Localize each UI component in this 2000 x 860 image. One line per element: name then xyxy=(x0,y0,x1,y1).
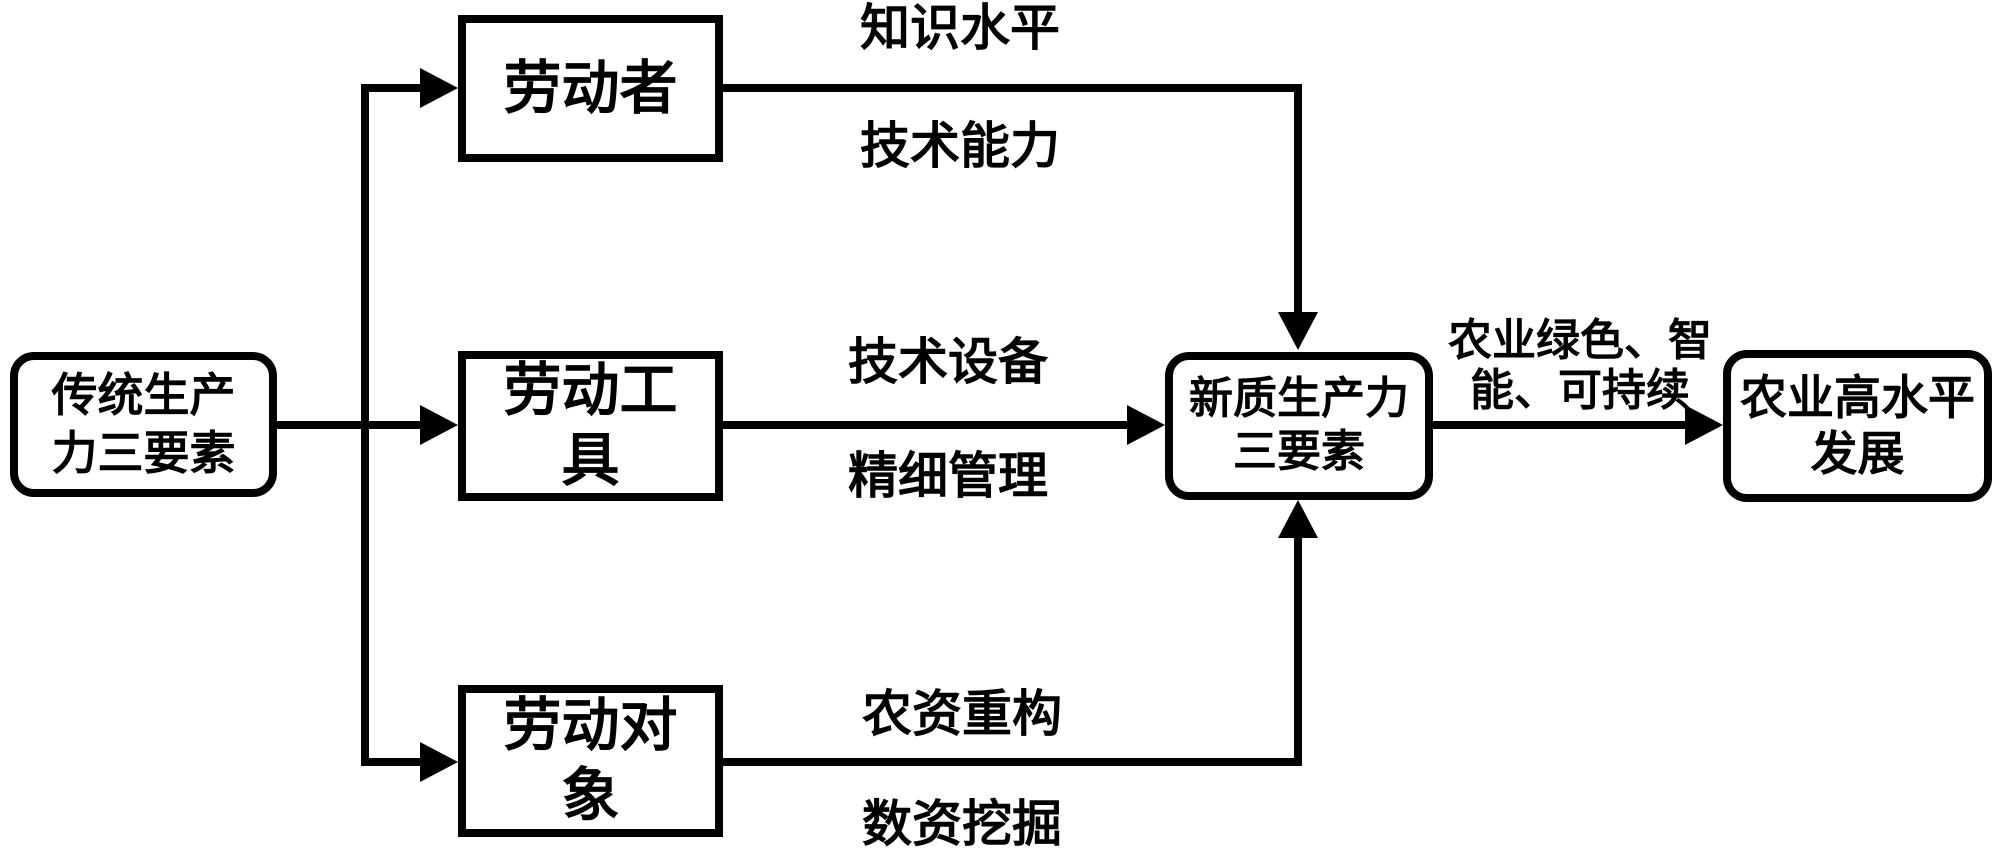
node-new-quality-line2: 三要素 xyxy=(1233,427,1365,476)
edge-label-green-smart-sustainable: 农业绿色、智 能、可持续 xyxy=(1442,316,1718,416)
node-traditional-productivity: 传统生产 力三要素 xyxy=(10,352,277,497)
node-laborer: 劳动者 xyxy=(458,15,723,162)
node-traditional-line2: 力三要素 xyxy=(51,426,236,479)
edge-branch-trunk-line xyxy=(361,84,369,766)
edge-branch-top-line xyxy=(361,84,422,92)
arrowhead-into-laborer-icon xyxy=(420,68,458,108)
arrowhead-into-objects-icon xyxy=(420,742,458,782)
node-labor-tools: 劳动工 具 xyxy=(458,351,723,501)
node-high-level-line2: 发展 xyxy=(1810,427,1905,480)
node-labor-tools-line2: 具 xyxy=(561,428,620,493)
node-new-quality-productivity: 新质生产力 三要素 xyxy=(1165,352,1433,500)
edge-branch-bottom-line xyxy=(361,758,422,766)
arrowhead-into-newquality-bottom-icon xyxy=(1278,500,1318,538)
edge-label-fine-management: 精细管理 xyxy=(848,448,1048,504)
node-high-level-line1: 农业高水平 xyxy=(1740,370,1975,424)
node-new-quality-line1: 新质生产力 xyxy=(1189,374,1409,424)
edge-objects-horizontal-line xyxy=(723,758,1302,766)
node-labor-objects: 劳动对 象 xyxy=(458,685,723,837)
arrowhead-into-tools-icon xyxy=(420,405,458,445)
edge-tools-horizontal-line xyxy=(723,421,1127,429)
node-high-level-development: 农业高水平 发展 xyxy=(1723,350,1992,502)
node-labor-objects-line2: 象 xyxy=(561,763,620,828)
edge-label-knowledge-level: 知识水平 xyxy=(860,0,1060,56)
arrowhead-into-highlevel-icon xyxy=(1685,405,1723,445)
edge-label-green-line2: 能、可持续 xyxy=(1470,366,1690,415)
edge-laborer-vertical-line xyxy=(1294,84,1302,314)
edge-label-technical-equipment: 技术设备 xyxy=(848,334,1048,390)
edge-objects-vertical-line xyxy=(1294,538,1302,766)
edge-laborer-horizontal-line xyxy=(723,84,1302,92)
edge-label-green-line1: 农业绿色、智 xyxy=(1448,316,1712,365)
node-labor-tools-line1: 劳动工 xyxy=(503,358,678,424)
edge-newquality-out-line xyxy=(1433,421,1685,429)
edge-label-technical-ability: 技术能力 xyxy=(860,118,1060,174)
node-laborer-line1: 劳动者 xyxy=(503,55,678,121)
edge-label-data-mining: 数资挖掘 xyxy=(862,796,1062,852)
node-labor-objects-line1: 劳动对 xyxy=(503,693,678,759)
arrowhead-into-newquality-top-icon xyxy=(1278,312,1318,350)
arrowhead-into-newquality-left-icon xyxy=(1127,405,1165,445)
edge-label-agri-reconstruction: 农资重构 xyxy=(862,686,1062,742)
edge-traditional-out-line xyxy=(277,421,422,429)
node-traditional-line1: 传统生产 xyxy=(51,369,236,421)
